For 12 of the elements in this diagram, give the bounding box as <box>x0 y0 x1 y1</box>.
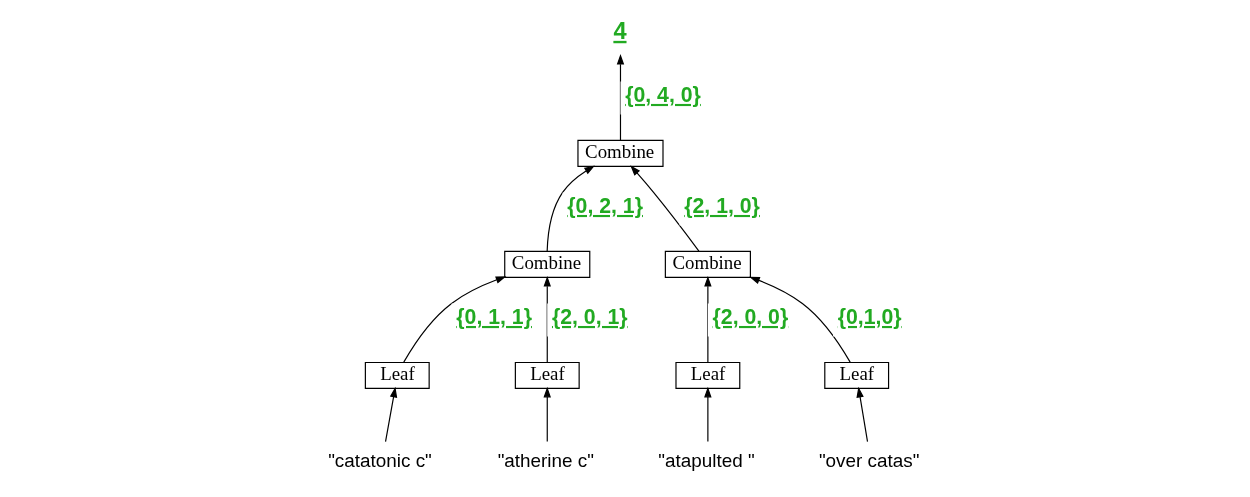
edge-label: {0, 1, 1} <box>455 304 532 329</box>
edge-label: {2, 1, 0} <box>683 193 760 218</box>
node-text: "catatonic c" <box>327 450 432 472</box>
node-text: 4 <box>612 17 627 44</box>
edge-label: {2, 0, 0} <box>712 304 788 329</box>
edge-label: {0, 4, 0} <box>624 82 701 107</box>
edge-label: {0,1,0} <box>837 304 902 329</box>
edge-label: {2, 0, 1} <box>551 304 628 329</box>
node-text: "over catas" <box>818 450 919 472</box>
edge-label: {0, 2, 1} <box>566 193 643 218</box>
node-text: "atherine c" <box>497 450 594 472</box>
node-text: "atapulted " <box>657 450 755 472</box>
